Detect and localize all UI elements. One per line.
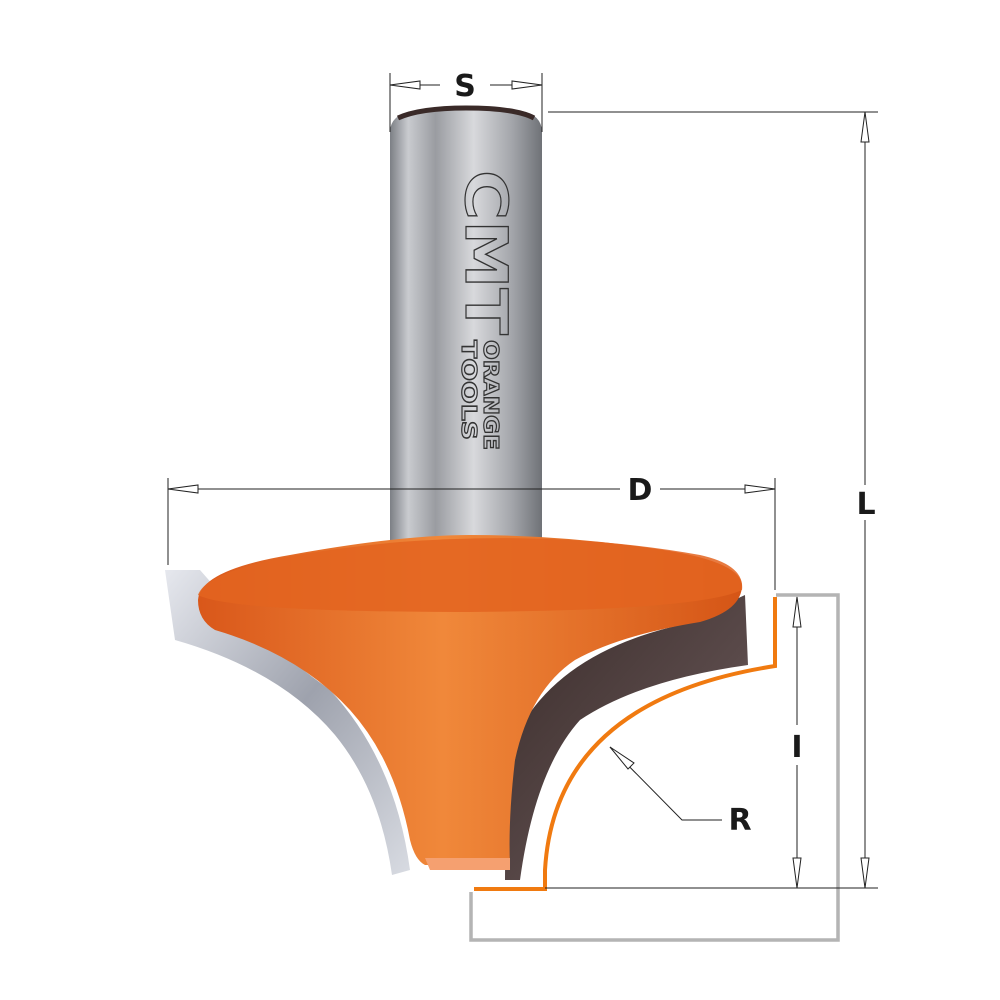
orange-tools-text: ORANGE TOOLS <box>456 339 503 450</box>
workpiece-outline <box>469 593 840 942</box>
cut-profile-line <box>474 597 777 891</box>
cutter-body <box>198 535 742 865</box>
label-l: L <box>856 487 875 522</box>
cutter-bottom-face <box>425 858 510 870</box>
svg-text:ORANGE: ORANGE <box>479 340 503 450</box>
cutter-top-disc <box>198 538 743 612</box>
svg-text:CMT: CMT <box>452 170 520 335</box>
left-carbide-cutter <box>165 570 410 875</box>
dimension-i: I <box>791 596 803 889</box>
dimension-r: R <box>609 746 752 838</box>
label-r: R <box>728 803 751 838</box>
dimension-d: D <box>167 473 776 590</box>
shank <box>390 110 542 540</box>
svg-text:TOOLS: TOOLS <box>457 340 481 440</box>
dimension-l: L <box>545 111 878 889</box>
dimension-s: S <box>389 69 543 132</box>
right-carbide-cutter <box>505 595 748 880</box>
label-i: I <box>791 730 802 765</box>
cmt-logo: CMT <box>451 169 520 336</box>
shank-top-edge <box>396 105 536 121</box>
label-d: D <box>628 473 653 508</box>
label-s: S <box>454 69 476 104</box>
